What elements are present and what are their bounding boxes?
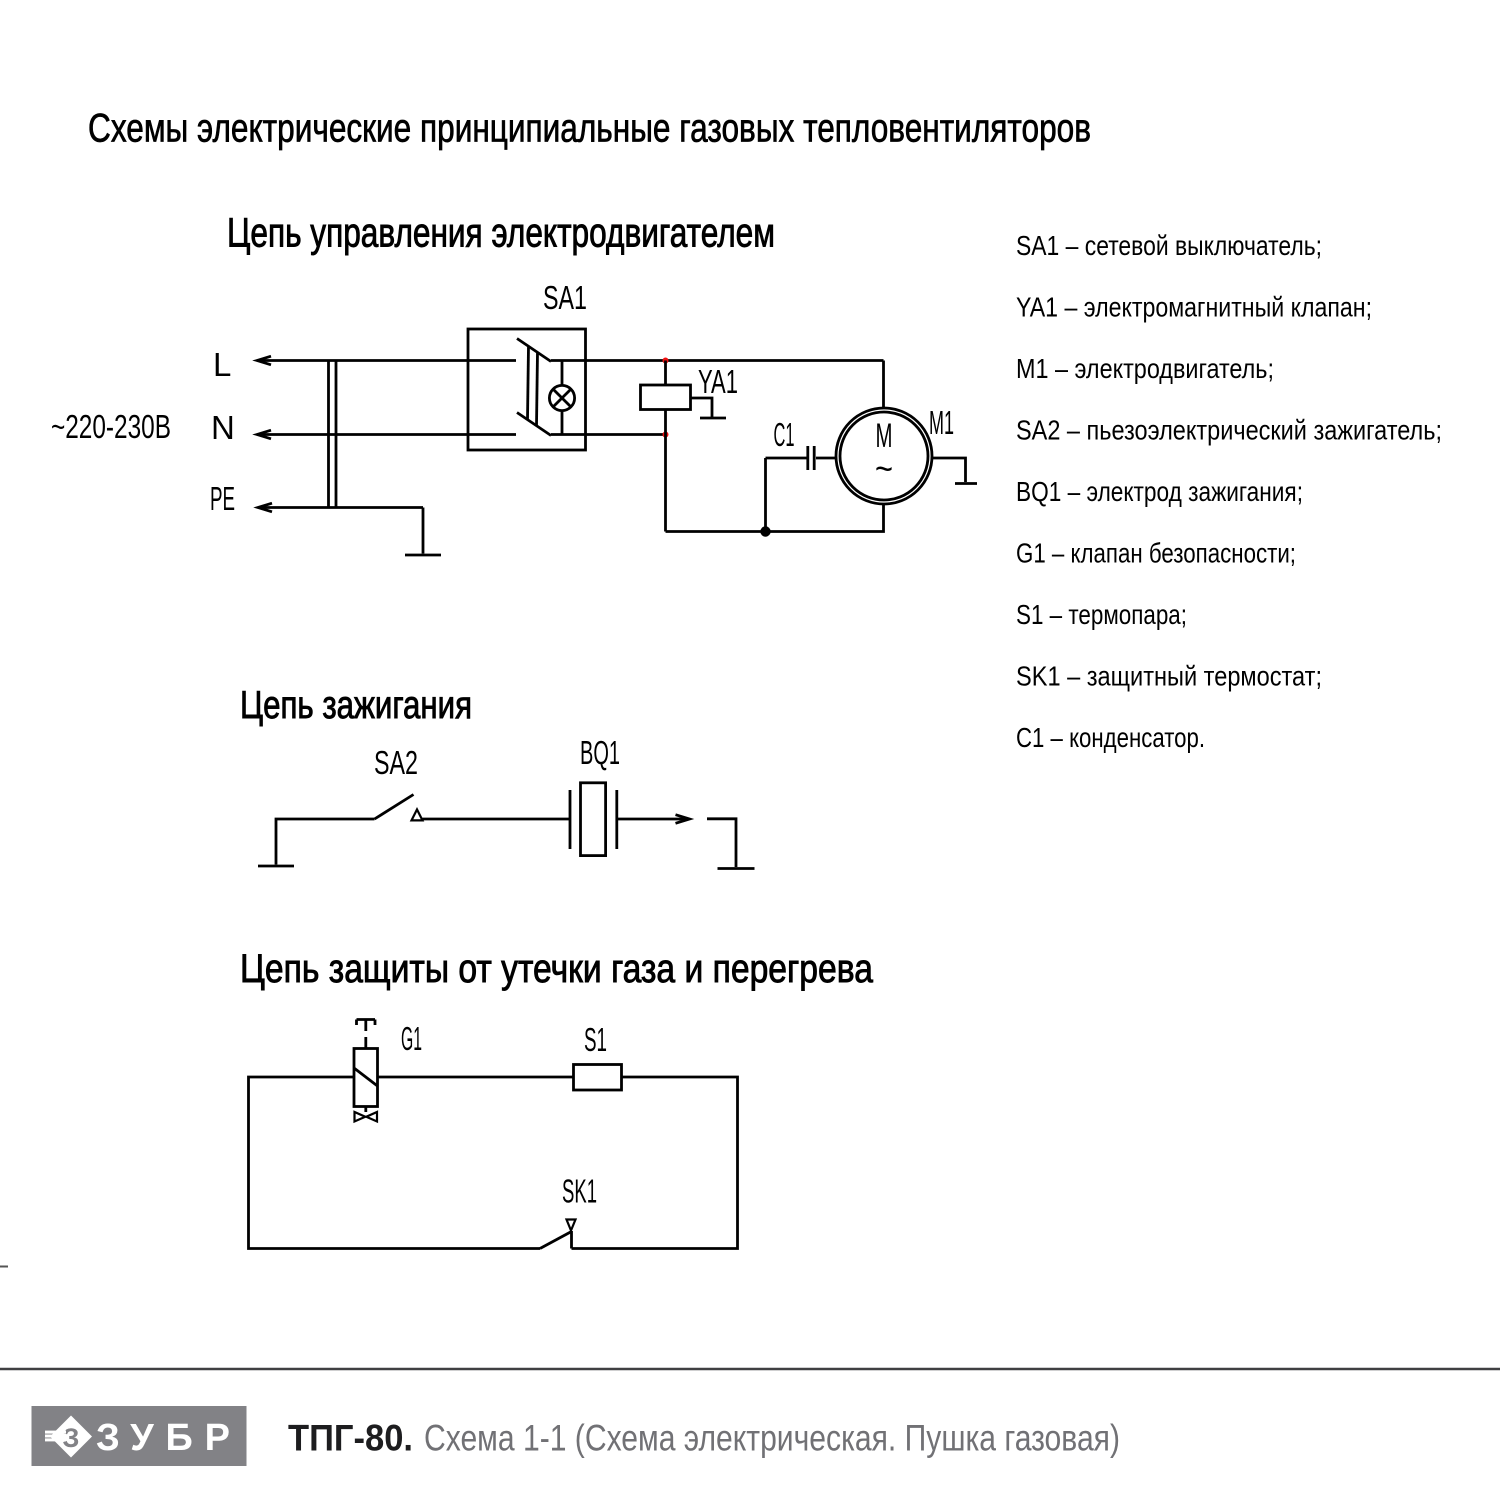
svg-text:Цепь защиты от утечки газа и п: Цепь защиты от утечки газа и перегрева [240, 947, 874, 991]
svg-text:M1 – электродвигатель;: M1 – электродвигатель; [1016, 353, 1274, 384]
svg-text:S1: S1 [584, 1021, 607, 1058]
svg-text:SK1 – защитный термостат;: SK1 – защитный термостат; [1016, 661, 1322, 692]
svg-text:YA1: YA1 [698, 363, 738, 400]
svg-text:~: ~ [875, 448, 893, 489]
svg-text:N: N [211, 409, 235, 446]
svg-text:SA2 – пьезоэлектрический зажиг: SA2 – пьезоэлектрический зажигатель; [1016, 415, 1442, 446]
svg-text:З: З [63, 1423, 80, 1453]
svg-text:M1: M1 [929, 404, 954, 441]
svg-text:C1 – конденсатор.: C1 – конденсатор. [1016, 722, 1205, 753]
svg-text:Схемы электрические принципиал: Схемы электрические принципиальные газов… [88, 107, 1091, 151]
svg-text:Схема 1-1 (Схема электрическая: Схема 1-1 (Схема электрическая. Пушка га… [424, 1418, 1120, 1459]
svg-text:BQ1 – электрод зажигания;: BQ1 – электрод зажигания; [1016, 476, 1303, 507]
svg-text:C1: C1 [774, 416, 795, 453]
svg-text:M: M [876, 417, 893, 455]
svg-text:~220-230В: ~220-230В [51, 408, 171, 445]
svg-text:L: L [213, 346, 231, 383]
svg-text:G1: G1 [401, 1020, 422, 1057]
svg-text:YA1 – электромагнитный клапан;: YA1 – электромагнитный клапан; [1016, 292, 1372, 323]
svg-text:Цепь зажигания: Цепь зажигания [240, 684, 472, 727]
svg-text:SA1: SA1 [543, 279, 587, 316]
svg-text:G1 – клапан безопасности;: G1 – клапан безопасности; [1016, 538, 1296, 569]
svg-text:Цепь управления электродвигате: Цепь управления электродвигателем [227, 210, 775, 256]
svg-text:PE: PE [210, 480, 235, 517]
svg-text:S1 – термопара;: S1 – термопара; [1016, 599, 1187, 630]
svg-text:SA2: SA2 [374, 744, 418, 781]
svg-text:SK1: SK1 [562, 1173, 597, 1210]
svg-text:BQ1: BQ1 [580, 734, 620, 771]
svg-text:SA1 – сетевой выключатель;: SA1 – сетевой выключатель; [1016, 230, 1322, 261]
svg-text:ТПГ-80.: ТПГ-80. [288, 1418, 413, 1459]
